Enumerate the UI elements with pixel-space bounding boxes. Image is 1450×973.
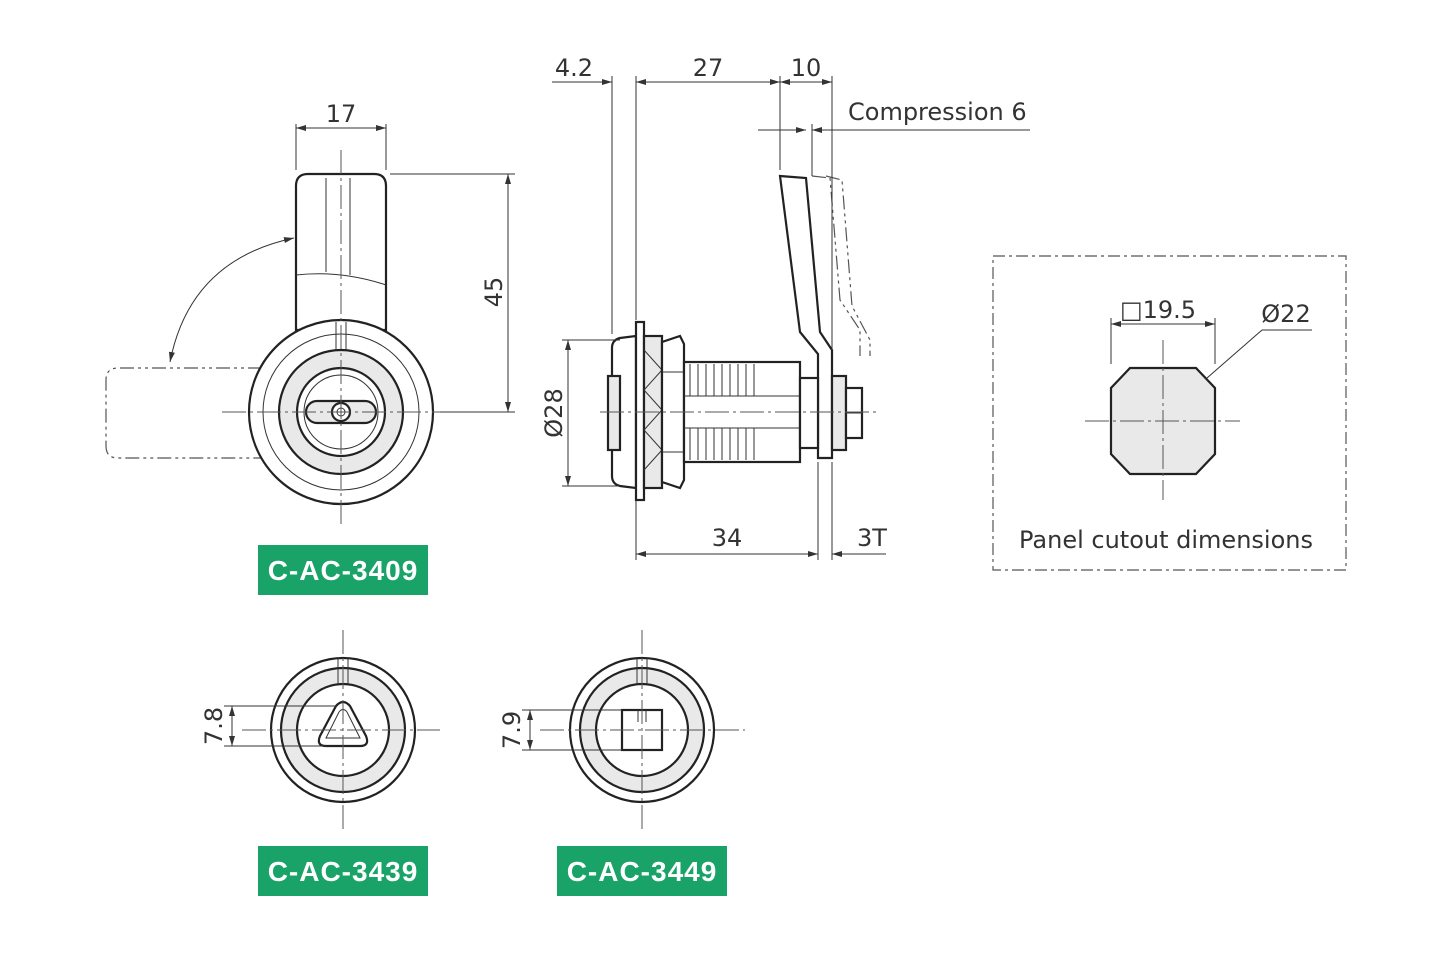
panel-cutout-label: Panel cutout dimensions [1019,526,1313,554]
dim-front-width: 17 [326,100,357,128]
cutout-frame [992,255,1347,571]
rotated-cam-phantom [105,367,262,459]
dim-cutout-diameter: Ø22 [1261,300,1310,328]
dim-thread-length: 34 [712,524,743,552]
badge-3449: C-AC-3449 [557,846,727,896]
front-view-3449: 7.9 [498,630,745,830]
panel-cutout: □19.5 Ø22 Panel cutout dimensions [992,255,1347,571]
compressed-lever-phantom [811,175,871,356]
badge-3409: C-AC-3409 [258,545,428,595]
panel [634,320,646,502]
badge-3439: C-AC-3439 [258,846,428,896]
side-view: 4.2 27 10 Compression 6 Ø28 34 3T [540,54,1030,560]
dim-body: 27 [693,54,724,82]
dim-cam: 10 [791,54,822,82]
dim-panel-thickness: 3T [857,524,887,552]
dim-square-key: 7.9 [498,711,526,749]
front-view-3439: 7.8 [200,630,440,830]
rotation-arrow [168,237,295,363]
dim-cutout-square: □19.5 [1120,296,1196,324]
dim-compression: Compression 6 [848,98,1027,126]
cam-arm [294,172,388,332]
dim-front-height: 45 [480,277,508,308]
dim-triangle-key: 7.8 [200,707,228,745]
dim-diameter: Ø28 [540,388,568,437]
dim-flange: 4.2 [555,54,593,82]
part-number-3439: C-AC-3439 [268,856,419,887]
part-number-3409: C-AC-3409 [268,555,419,586]
part-number-3449: C-AC-3449 [567,856,718,887]
front-view-3409: 17 45 [105,100,515,528]
